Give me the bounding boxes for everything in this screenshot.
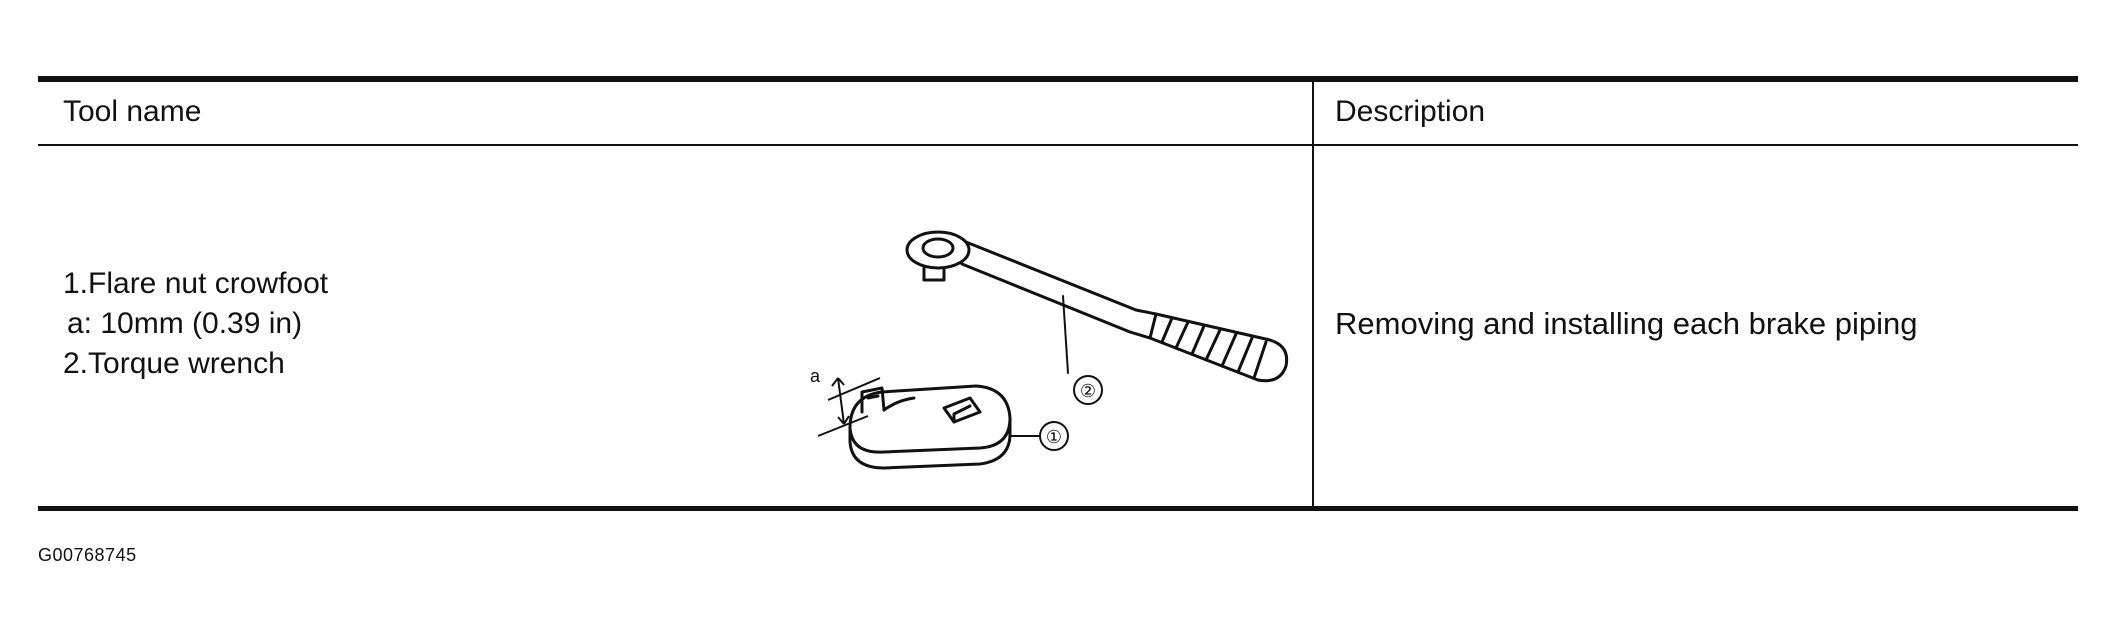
tool-name-list: 1.Flare nut crowfoot a: 10mm (0.39 in) 2… [63,264,328,384]
table-bottom-rule [38,506,2078,511]
header-tool-name: Tool name [63,95,202,128]
tool-item-crowfoot: 1.Flare nut crowfoot [63,267,329,300]
special-tool-table: Tool name Description 1.Flare nut crowfo… [38,76,2078,511]
header-description: Description [1335,95,1486,128]
dimension-label-a: a [810,366,821,386]
crowfoot-and-torque-wrench-drawing: a ① ② [810,230,1289,470]
column-divider [1312,82,1314,506]
tool-item-torque-wrench: 2.Torque wrench [63,347,285,380]
callout-part-1: ① [1046,427,1062,447]
table-top-rule [38,76,2078,82]
figure-id: G00768745 [38,545,137,565]
header-divider-rule [38,144,2078,146]
tool-item-crowfoot-size: a: 10mm (0.39 in) [67,307,303,340]
tool-illustration: a ① ② [758,228,1298,478]
tool-description: Removing and installing each brake pipin… [1335,306,1918,341]
callout-part-2: ② [1080,381,1096,401]
